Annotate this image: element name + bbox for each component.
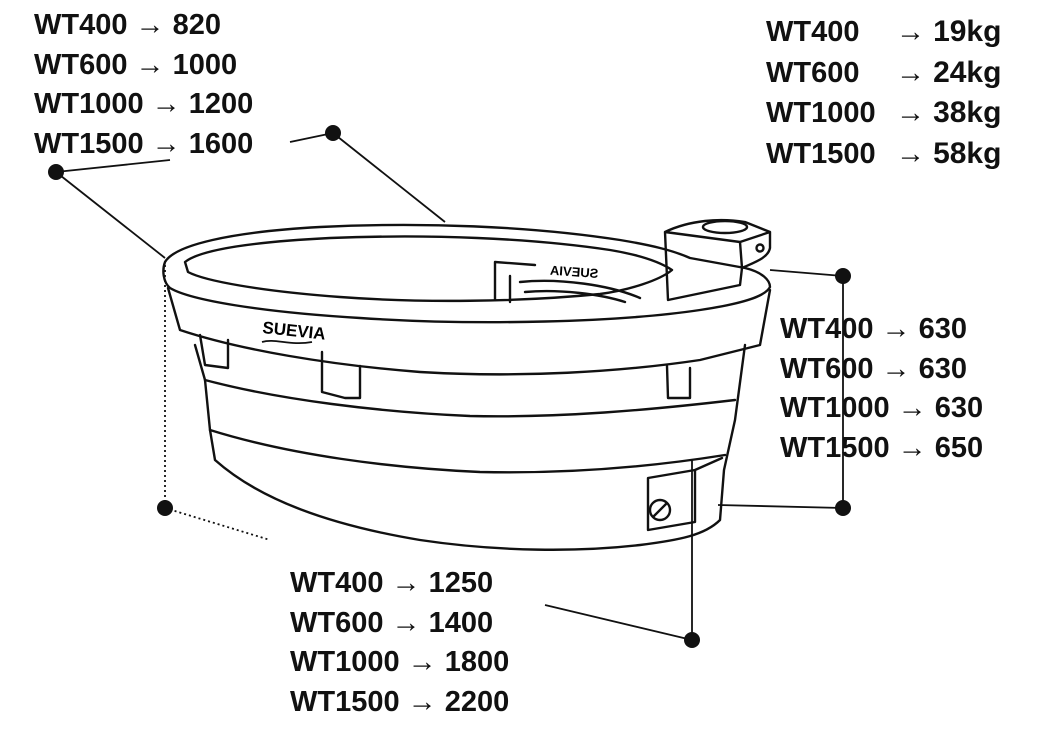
height-row: WT600 → 630: [780, 352, 967, 385]
height-dimension-line: [717, 269, 844, 509]
depth-dimension-line: [55, 132, 446, 259]
trough-inner-rim: [183, 235, 674, 303]
weight-row: WT1500→ 58kg: [766, 136, 1002, 170]
brand-logo: SUEVIA: [262, 318, 327, 344]
valve-bolt: [755, 243, 765, 253]
depth-row: WT400 → 820: [34, 9, 221, 41]
inner-baffle-left: [493, 260, 537, 304]
dimension-dot: [835, 500, 851, 516]
inner-baffle-right: [518, 279, 642, 304]
trough-rim-band: [166, 286, 772, 376]
height-dimension-labels: WT400 → 630 WT600 → 630 WT1000 → 630 WT1…: [780, 310, 983, 468]
trough-outer-rim: [162, 223, 772, 324]
support-right: [665, 364, 692, 400]
dimension-dot: [684, 632, 700, 648]
length-row: WT1000 → 1800: [290, 646, 510, 678]
length-row: WT600 → 1400: [290, 606, 494, 639]
depth-row: WT1500 → 1600: [34, 127, 254, 160]
depth-row: WT600 → 1000: [34, 48, 238, 81]
length-row: WT1500 → 2200: [290, 685, 510, 718]
height-row: WT1000 → 630: [780, 392, 984, 424]
weight-labels: WT400→ 19kg WT600→ 24kg WT1000→ 38kg WT1…: [766, 12, 1001, 174]
height-row: WT1500 → 650: [780, 431, 984, 464]
trough-body: [193, 343, 747, 551]
height-row: WT400 → 630: [780, 313, 967, 345]
length-dimension-line: [544, 460, 693, 641]
drain-plug-cross: [652, 502, 668, 518]
support-mid: [320, 350, 362, 400]
weight-row: WT1000→ 38kg: [766, 96, 1002, 129]
drain-box: [646, 456, 724, 532]
valve-opening: [701, 219, 749, 235]
left-dimension-line: [164, 265, 271, 541]
brand-logo-mirrored: SUEVIA: [549, 263, 599, 281]
weight-row: WT600→ 24kg: [766, 55, 1002, 89]
length-dimension-labels: WT400 → 1250 WT600 → 1400 WT1000 → 1800 …: [290, 564, 509, 722]
drain-plug: [648, 498, 672, 522]
dimension-dot: [157, 500, 173, 516]
support-left: [198, 333, 230, 370]
length-row: WT400 → 1250: [290, 567, 494, 599]
body-rib-1: [203, 378, 737, 418]
valve-housing: [663, 218, 772, 302]
body-rib-2: [208, 428, 727, 474]
depth-dimension-labels: WT400 → 820 WT600 → 1000 WT1000 → 1200 W…: [34, 6, 253, 164]
depth-row: WT1000 → 1200: [34, 88, 254, 120]
dimension-dot: [48, 164, 64, 180]
weight-row: WT400→ 19kg: [766, 15, 1002, 48]
dimension-dot: [325, 125, 341, 141]
dimension-dot: [835, 268, 851, 284]
